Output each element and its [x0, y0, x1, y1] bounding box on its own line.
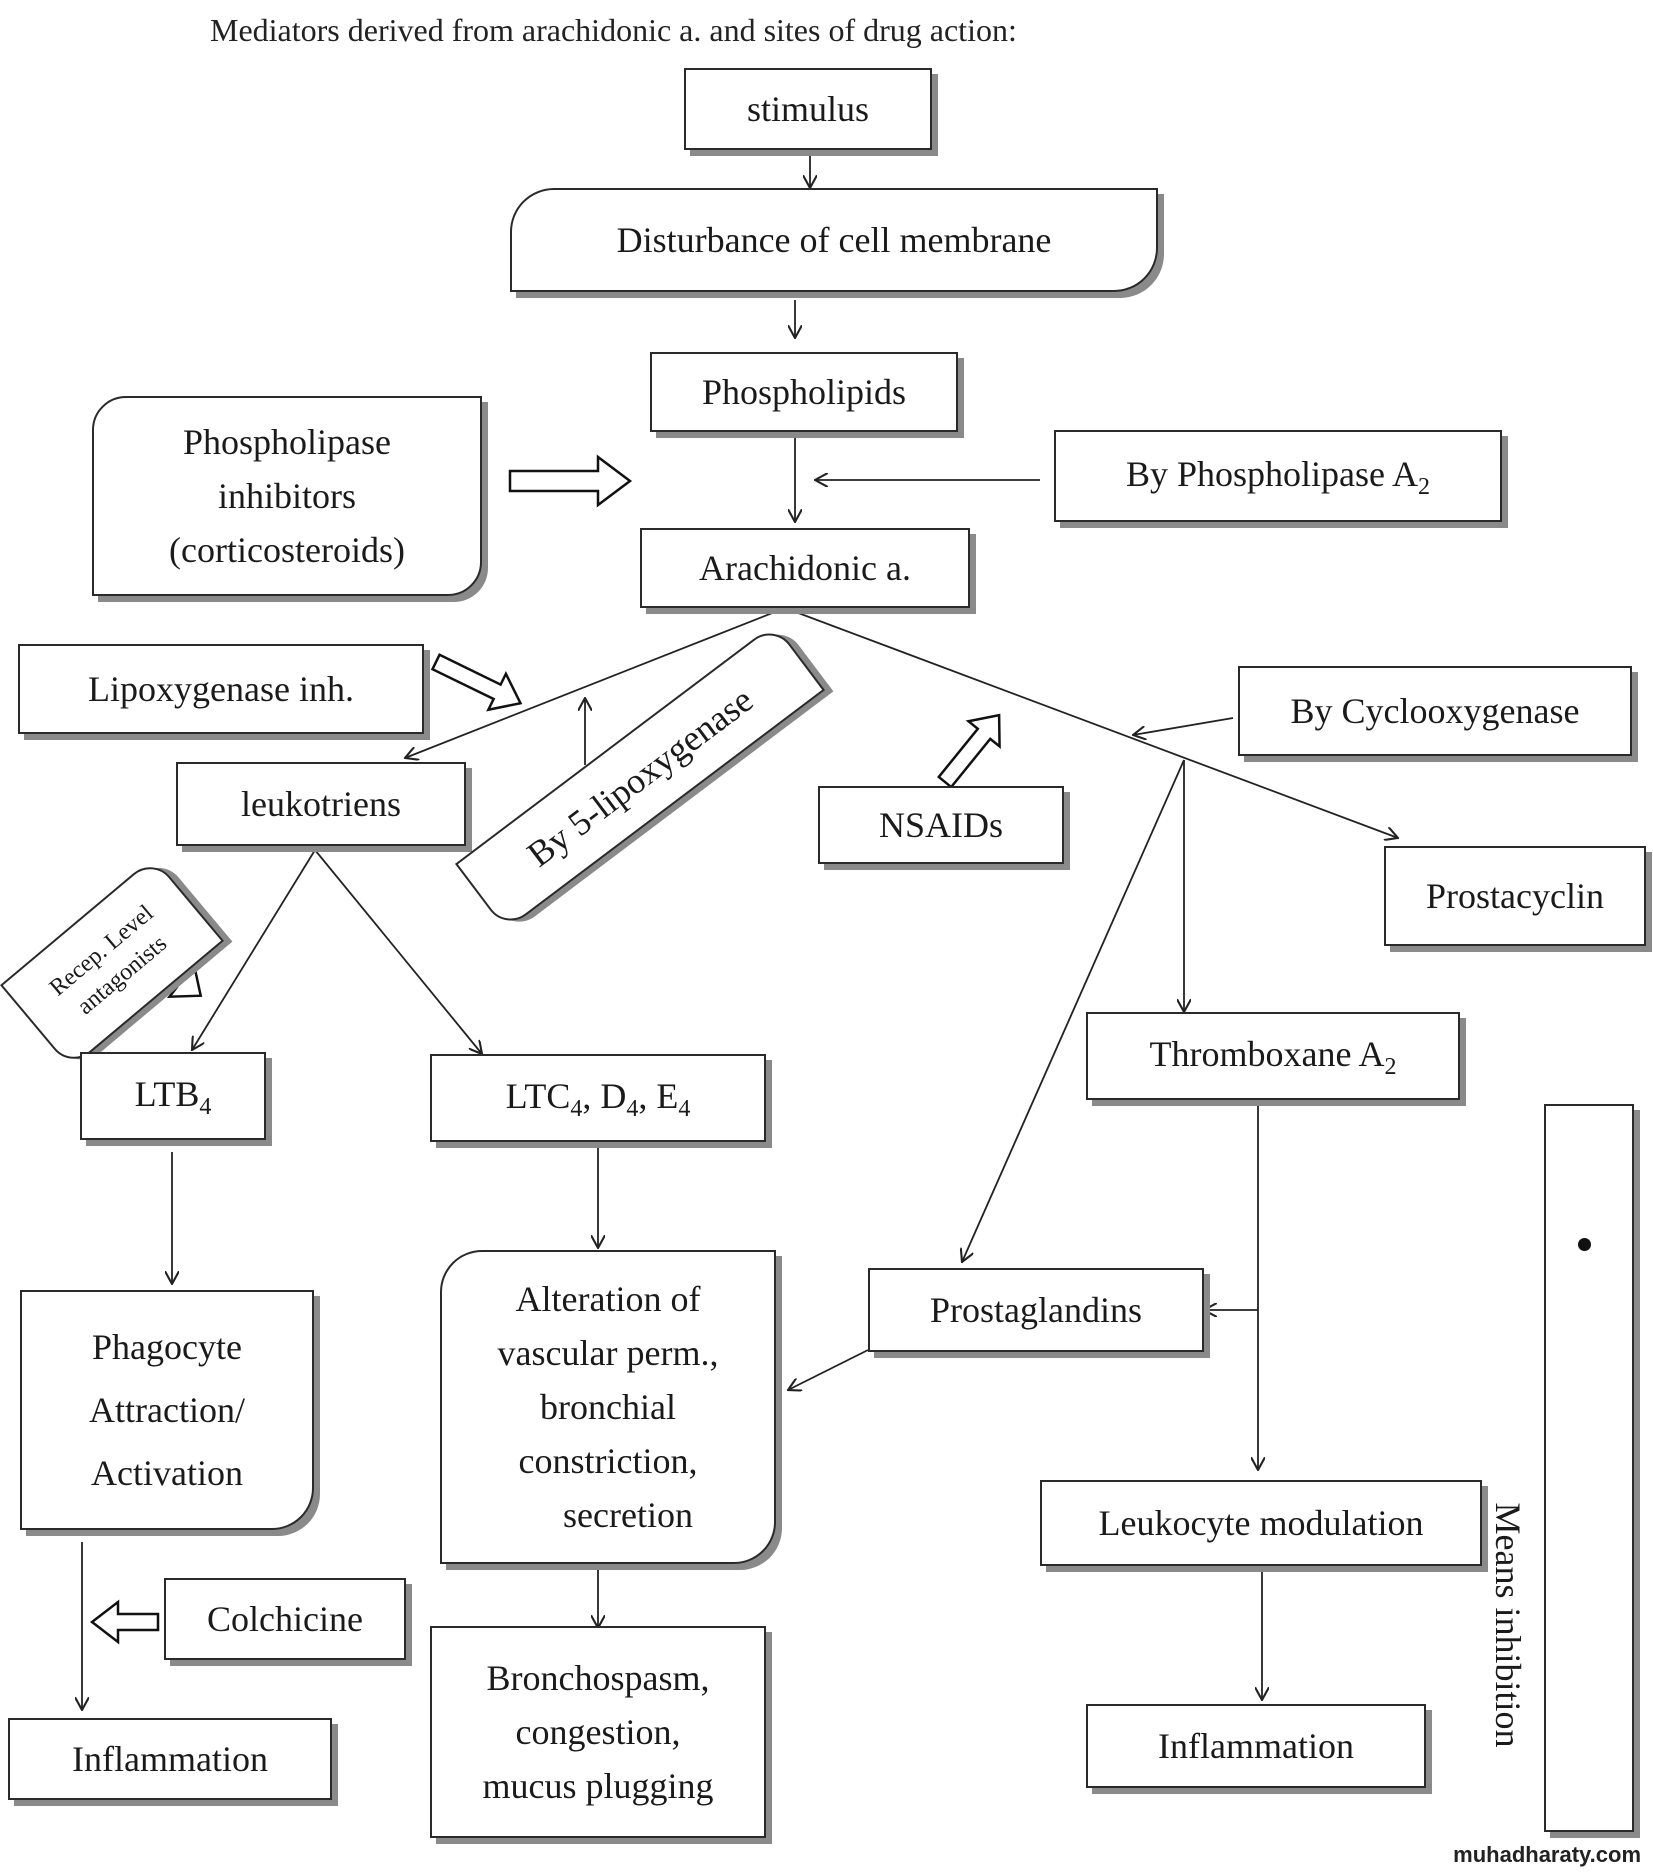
arrow-arachidonic-leukotriens — [405, 607, 786, 758]
node-stimulus: stimulus — [684, 68, 932, 150]
arrow-branch-prostaglandins — [962, 759, 1185, 1262]
node-lipoxygenase-inh: Lipoxygenase inh. — [18, 644, 424, 734]
node-prostacyclin: Prostacyclin — [1384, 846, 1646, 946]
node-alteration: Alteration of vascular perm., bronchial … — [440, 1250, 776, 1564]
node-ltc-d-e: LTC4, D4, E4 — [430, 1054, 766, 1142]
node-thromboxane: Thromboxane A2 — [1086, 1012, 1460, 1100]
node-disturbance: Disturbance of cell membrane — [510, 188, 1158, 292]
arrow-arachidonic-prostacyclin — [784, 607, 1398, 838]
node-leukotriens: leukotriens — [176, 762, 466, 846]
arrow-leuko-ltc — [314, 849, 482, 1054]
watermark: muhadharaty.com — [1453, 1842, 1641, 1867]
node-phagocyte: Phagocyte Attraction/ Activation — [20, 1290, 314, 1530]
arrow-cox — [1133, 717, 1234, 735]
node-colchicine: Colchicine — [164, 1578, 406, 1660]
node-inflammation-left: Inflammation — [8, 1718, 332, 1800]
node-phospholipase-inhibitors: Phospholipase inhibitors (corticosteroid… — [92, 396, 482, 596]
inhibit-arrow-nsaids — [937, 713, 1001, 789]
node-prostaglandins: Prostaglandins — [868, 1268, 1204, 1352]
legend-box — [1544, 1104, 1634, 1832]
node-phospholipase-a2: By Phospholipase A2 — [1054, 430, 1502, 522]
node-phospholipids: Phospholipids — [650, 352, 958, 432]
inhibit-arrow-corticosteroids — [508, 454, 633, 508]
node-inflammation-right: Inflammation — [1086, 1704, 1426, 1788]
node-ltb4: LTB4 — [80, 1052, 266, 1140]
node-nsaids: NSAIDs — [818, 786, 1064, 864]
node-cyclooxygenase: By Cyclooxygenase — [1238, 666, 1632, 756]
node-leukocyte-modulation: Leukocyte modulation — [1040, 1480, 1482, 1566]
legend-dot-icon — [1578, 1238, 1591, 1251]
node-bronchospasm: Bronchospasm, congestion, mucus plugging — [430, 1626, 766, 1838]
legend-text: Means inhibition — [1488, 1502, 1528, 1748]
diagram-title: Mediators derived from arachidonic a. an… — [210, 12, 1017, 48]
inhibit-arrow-lipoxygenase — [430, 653, 523, 712]
inhibit-arrow-colchicine — [89, 1599, 160, 1645]
node-arachidonic: Arachidonic a. — [640, 528, 970, 608]
arrow-prostaglandins-alteration — [788, 1349, 869, 1390]
arrow-leuko-ltb4 — [192, 849, 316, 1050]
